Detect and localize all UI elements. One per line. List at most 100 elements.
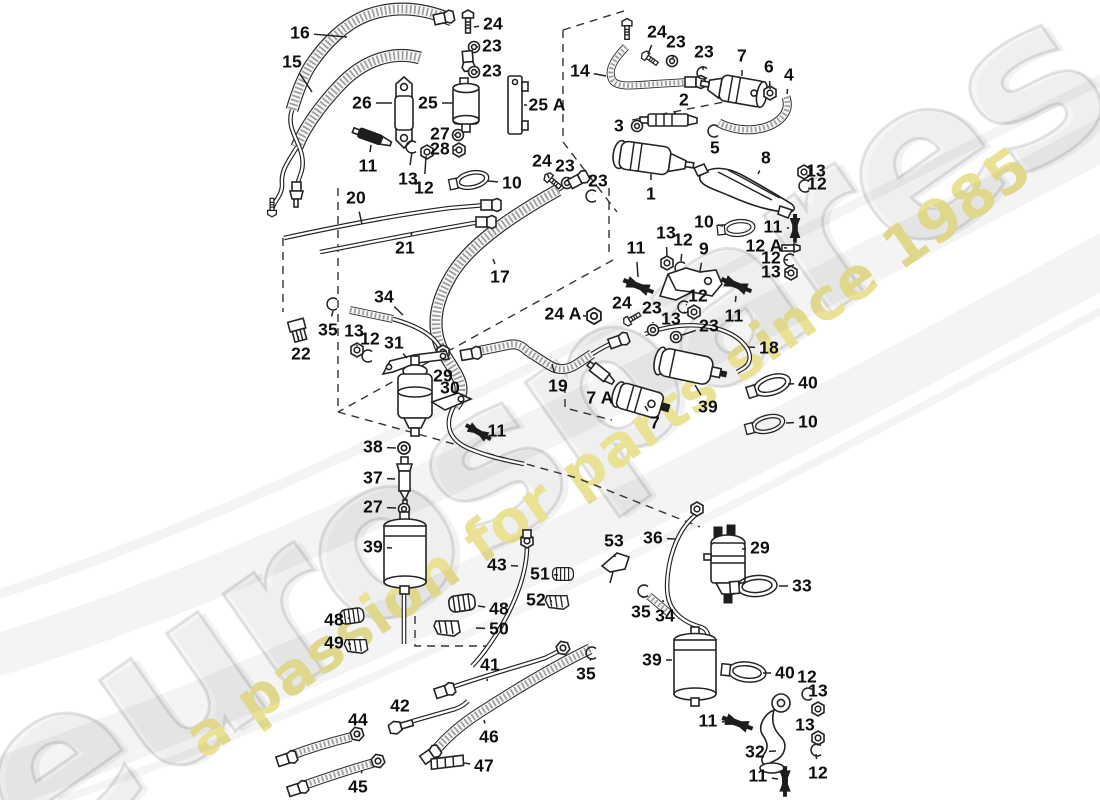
- part-label-21-32: 21: [395, 237, 415, 258]
- part-label-23-7: 23: [666, 31, 686, 52]
- stud-12A: [781, 242, 801, 254]
- part-label-30-64: 30: [440, 377, 460, 398]
- part-label-13-42: 13: [761, 261, 781, 282]
- part-label-36-84: 36: [643, 527, 663, 548]
- part-label-52-72: 52: [526, 589, 546, 610]
- part-label-10-33: 10: [694, 211, 714, 232]
- part-label-11-94: 11: [698, 710, 718, 731]
- part-label-17-34: 17: [490, 266, 510, 287]
- part-label-39-54: 39: [698, 396, 718, 417]
- fuel-pump-39-mid: [653, 346, 728, 385]
- part-label-41-77: 41: [480, 654, 500, 675]
- part-label-13-26: 13: [806, 160, 826, 181]
- part-label-34-88: 34: [655, 605, 675, 626]
- part-label-3-16: 3: [614, 115, 624, 136]
- part-label-10-56: 10: [798, 411, 818, 432]
- part-label-5-19: 5: [710, 137, 720, 158]
- part-label-23-45: 23: [642, 297, 662, 318]
- clip-47: [430, 754, 465, 771]
- part-label-47-81: 47: [474, 755, 494, 776]
- part-label-35-89: 35: [576, 663, 596, 684]
- part-label-7-9: 7: [737, 45, 747, 66]
- part-label-11-97: 11: [748, 765, 768, 786]
- part-label-23-30: 23: [588, 170, 608, 191]
- part-label-12-22: 12: [414, 177, 434, 198]
- part-label-48-75: 48: [324, 609, 344, 630]
- injector-7A: [585, 360, 616, 386]
- part-label-4-11: 4: [784, 64, 794, 85]
- damper-bracket-26: [394, 75, 414, 150]
- part-label-42-78: 42: [390, 695, 410, 716]
- union-42: [387, 718, 415, 735]
- check-valve-2: [639, 113, 698, 127]
- part-label-40-55: 40: [798, 372, 818, 393]
- part-label-29-85: 29: [750, 537, 770, 558]
- construction-lines: [282, 9, 776, 647]
- part-label-27-67: 27: [363, 496, 383, 517]
- part-label-39-90: 39: [642, 649, 662, 670]
- part-label-37-66: 37: [363, 467, 383, 488]
- part-label-25A-14: 25 A: [528, 94, 566, 115]
- part-label-45-82: 45: [348, 776, 368, 797]
- part-label-31-62: 31: [384, 332, 404, 353]
- part-label-48-73: 48: [489, 598, 509, 619]
- part-label-13-35: 13: [656, 222, 676, 243]
- part-label-11-20: 11: [358, 155, 378, 176]
- part-label-12-43: 12: [688, 285, 708, 306]
- part-label-14-5: 14: [570, 60, 590, 81]
- part-label-13-59: 13: [344, 320, 364, 341]
- background-ribbons: [0, 74, 1100, 800]
- part-label-13-95: 13: [795, 714, 815, 735]
- part-label-51-71: 51: [530, 563, 550, 584]
- part-label-22-61: 22: [291, 343, 311, 364]
- part-label-24-28: 24: [532, 150, 552, 171]
- fuel-pump-7-mid: [611, 381, 671, 419]
- part-label-24A-50: 24 A: [544, 303, 582, 324]
- part-label-33-86: 33: [792, 575, 812, 596]
- part-label-15-1: 15: [282, 51, 302, 72]
- filter-25: [452, 77, 480, 133]
- part-label-2-15: 2: [679, 89, 689, 110]
- part-label-8-25: 8: [761, 147, 771, 168]
- part-label-40-91: 40: [775, 662, 795, 683]
- part-label-35-87: 35: [631, 601, 651, 622]
- part-label-24-6: 24: [647, 21, 667, 42]
- part-label-12-98: 12: [808, 762, 828, 783]
- part-label-25-13: 25: [418, 92, 438, 113]
- part-label-23-47: 23: [699, 315, 719, 336]
- part-label-20-31: 20: [346, 187, 366, 208]
- part-label-11-38: 11: [626, 237, 646, 258]
- part-label-13-21: 13: [398, 168, 418, 189]
- part-label-18-49: 18: [759, 337, 779, 358]
- part-label-29-63: 29: [433, 365, 453, 386]
- bracket-9: [658, 267, 723, 301]
- fuel-filter-39-right: [673, 626, 717, 707]
- part-label-6-10: 6: [764, 56, 774, 77]
- part-label-13-46: 13: [661, 308, 681, 329]
- part-label-27-17: 27: [430, 123, 450, 144]
- part-label-9-37: 9: [699, 238, 709, 259]
- part-label-19-51: 19: [548, 375, 568, 396]
- part-label-23-8: 23: [694, 41, 714, 62]
- part-label-11-69: 11: [487, 420, 507, 441]
- bracket-30: [430, 392, 473, 411]
- part-label-26-12: 26: [352, 92, 372, 113]
- part-label-23-4: 23: [482, 60, 502, 81]
- part-label-35-58: 35: [318, 319, 338, 340]
- fuel-filter-39-left: [383, 511, 427, 595]
- part-label-12A-40: 12 A: [745, 235, 783, 256]
- part-label-12-60: 12: [360, 328, 380, 349]
- part-label-38-65: 38: [363, 436, 383, 457]
- part-label-23-3: 23: [482, 35, 502, 56]
- part-label-12-36: 12: [673, 229, 693, 250]
- part-label-50-74: 50: [489, 618, 509, 639]
- part-label-49-76: 49: [324, 632, 344, 653]
- part-label-32-96: 32: [745, 741, 765, 762]
- part-label-44-79: 44: [348, 709, 368, 730]
- part-label-16-0: 16: [290, 22, 310, 43]
- part-label-7A-52: 7 A: [586, 387, 614, 408]
- part-label-24-2: 24: [483, 13, 503, 34]
